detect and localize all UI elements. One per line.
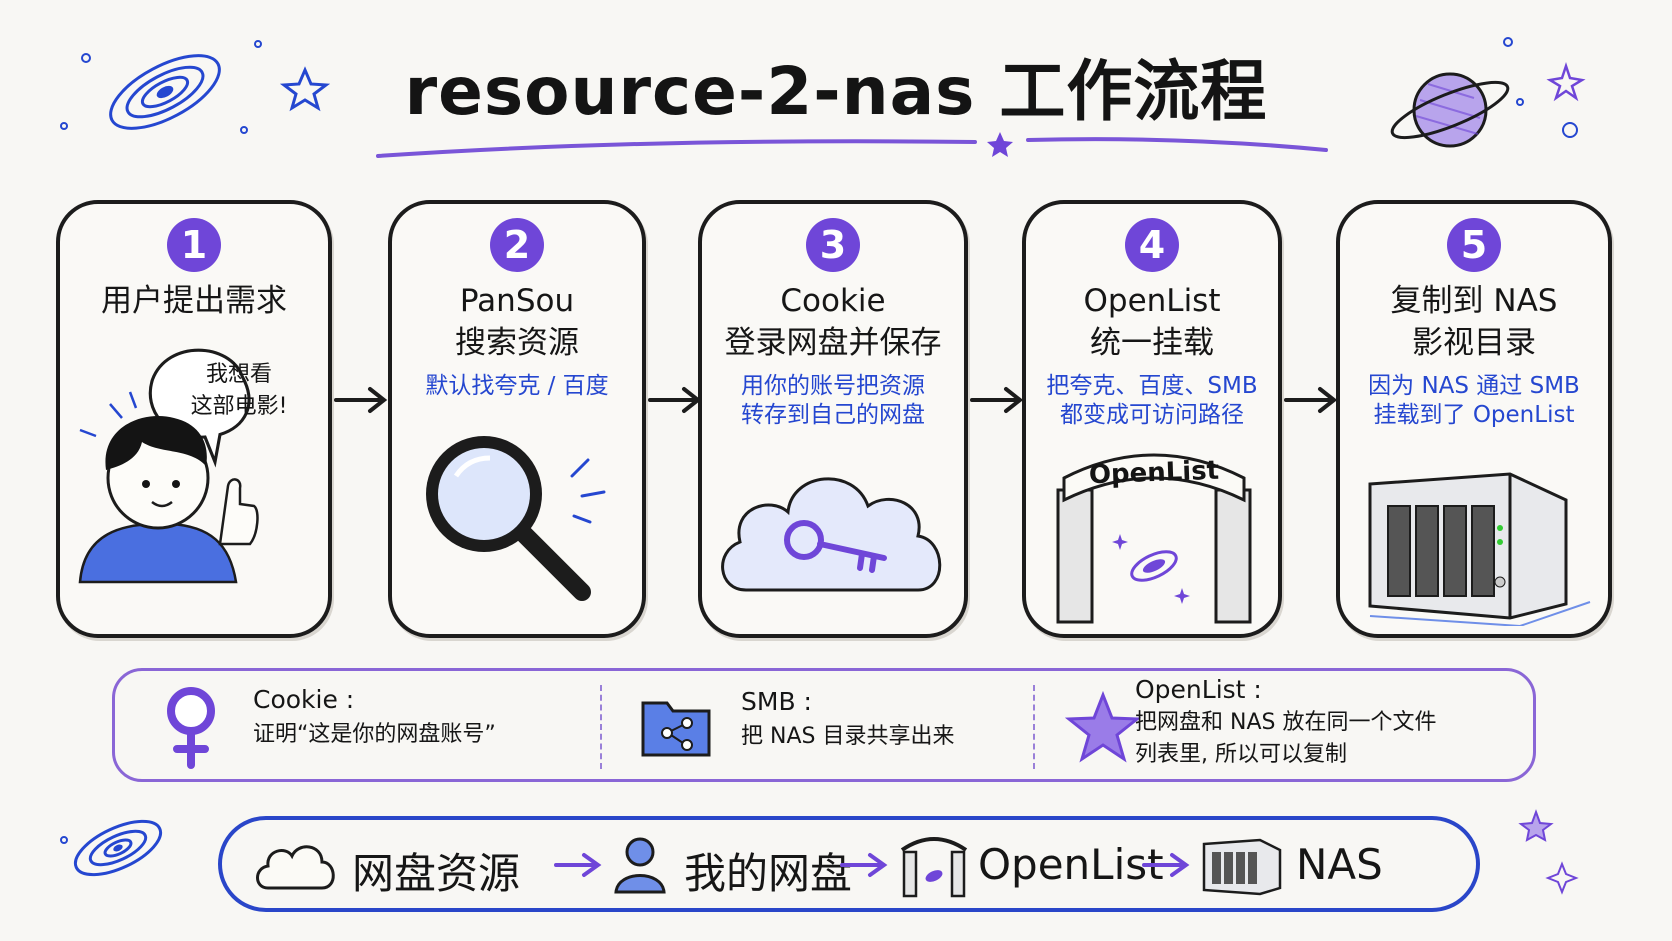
- arrow-right-icon: [970, 387, 1024, 413]
- step-number: 1: [167, 218, 221, 272]
- star-icon: [1546, 62, 1586, 102]
- step-desc-line: 用你的账号把资源: [741, 373, 925, 399]
- step-desc: 用你的账号把资源 转存到自己的网盘: [702, 372, 964, 430]
- step-desc-line: 转存到自己的网盘: [741, 402, 925, 428]
- step-title: Cookie 登录网盘并保存: [702, 280, 964, 364]
- step-number: 5: [1447, 218, 1501, 272]
- user-icon: [614, 837, 666, 894]
- flow-label: 网盘资源: [352, 849, 521, 898]
- flow-label: OpenList: [978, 840, 1164, 889]
- female-key-icon: [167, 687, 215, 769]
- nas-icon: [1202, 838, 1282, 896]
- step-desc-line: 都变成可访问路径: [1060, 402, 1244, 428]
- step-card-5: 5 复制到 NAS 影视目录 因为 NAS 通过 SMB 挂载到了 OpenLi…: [1336, 200, 1612, 638]
- flow-label: NAS: [1296, 840, 1383, 889]
- step-desc: 因为 NAS 通过 SMB 挂载到了 OpenList: [1340, 372, 1608, 430]
- cloud-key-icon: [721, 477, 942, 592]
- step-card-3: 3 Cookie 登录网盘并保存 用你的账号把资源 转存到自己的网盘: [698, 200, 968, 638]
- sparkle-dots: [60, 37, 1578, 844]
- flow-bar: 网盘资源 我的网盘 OpenList NAS: [218, 816, 1480, 912]
- gate-icon: [1056, 453, 1252, 624]
- step-number: 4: [1125, 218, 1179, 272]
- step-title: OpenList 统一挂载: [1026, 280, 1278, 364]
- step-title-line: PanSou: [459, 283, 575, 319]
- nas-icon: [1368, 472, 1591, 626]
- legend-desc: 证明“这是你的网盘账号”: [253, 722, 496, 747]
- step-desc-line: 默认找夸克 / 百度: [425, 373, 609, 399]
- bubble-line: 这部电影!: [190, 394, 288, 419]
- star-icon: [279, 66, 331, 112]
- gate-icon: [900, 837, 968, 898]
- arrow-right-icon: [1142, 853, 1190, 877]
- step-desc-line: 因为 NAS 通过 SMB: [1368, 373, 1580, 399]
- legend-term: SMB :: [741, 687, 812, 716]
- star-icon: [987, 132, 1013, 157]
- step-card-4: 4 OpenList 统一挂载 把夸克、百度、SMB 都变成可访问路径 Open…: [1022, 200, 1282, 638]
- step-title-line: 影视目录: [1412, 325, 1536, 361]
- flow-label: 我的网盘: [684, 849, 853, 898]
- step-title-line: 复制到 NAS: [1390, 283, 1558, 319]
- arrow-right-icon: [1284, 387, 1338, 413]
- step-title-line: 登录网盘并保存: [724, 325, 942, 361]
- legend-desc-line: 把网盘和 NAS 放在同一个文件: [1135, 710, 1437, 735]
- legend-term: OpenList :: [1135, 675, 1262, 704]
- step-card-2: 2 PanSou 搜索资源 默认找夸克 / 百度: [388, 200, 646, 638]
- arrow-right-icon: [648, 387, 702, 413]
- step-title: 用户提出需求: [101, 283, 287, 319]
- step-number: 3: [806, 218, 860, 272]
- step-number: 2: [490, 218, 544, 272]
- step-title-line: 搜索资源: [455, 325, 579, 361]
- step-title-line: 统一挂载: [1090, 325, 1214, 361]
- step-desc-line: 把夸克、百度、SMB: [1046, 373, 1258, 399]
- step-desc: 把夸克、百度、SMB 都变成可访问路径: [1026, 372, 1278, 430]
- cloud-icon: [256, 845, 335, 890]
- star-icon: [1065, 691, 1141, 763]
- planet-icon: [1390, 72, 1510, 148]
- bubble-line: 我想看: [205, 362, 272, 387]
- arrow-right-icon: [554, 853, 602, 877]
- person-illustration: [78, 348, 259, 584]
- legend-desc: 把网盘和 NAS 放在同一个文件 列表里, 所以可以复制: [1135, 707, 1436, 771]
- legend-desc-line: 列表里, 所以可以复制: [1135, 742, 1347, 767]
- arrow-right-icon: [840, 853, 888, 877]
- speech-bubble: 我想看 这部电影!: [164, 359, 314, 423]
- page-title: resource-2-nas 工作流程: [404, 53, 1268, 130]
- share-folder-icon: [641, 701, 711, 757]
- galaxy-icon: [73, 819, 163, 877]
- title-underline: [376, 139, 977, 158]
- step-desc-line: 挂载到了 OpenList: [1373, 402, 1575, 428]
- step-title-line: OpenList: [1083, 283, 1221, 319]
- star-icon: [1518, 809, 1554, 842]
- title-underline: [1026, 137, 1328, 152]
- step-desc: 默认找夸克 / 百度: [392, 372, 642, 401]
- step-title-line: Cookie: [780, 283, 886, 319]
- arrow-right-icon: [334, 387, 388, 413]
- magnifier-icon: [426, 436, 606, 601]
- sparkle-icon: [1545, 861, 1579, 895]
- legend-divider: [600, 685, 602, 769]
- step-title: 复制到 NAS 影视目录: [1340, 280, 1608, 364]
- legend-desc: 把 NAS 目录共享出来: [741, 724, 955, 749]
- person-icon: [78, 391, 259, 584]
- step-title: PanSou 搜索资源: [392, 280, 642, 364]
- legend-panel: Cookie : 证明“这是你的网盘账号” SMB : 把 NAS 目录共享出来…: [112, 668, 1536, 782]
- step-card-1: 1 用户提出需求 我想看 这部电影!: [56, 200, 332, 638]
- legend-term: Cookie :: [253, 685, 355, 714]
- legend-divider: [1033, 685, 1035, 769]
